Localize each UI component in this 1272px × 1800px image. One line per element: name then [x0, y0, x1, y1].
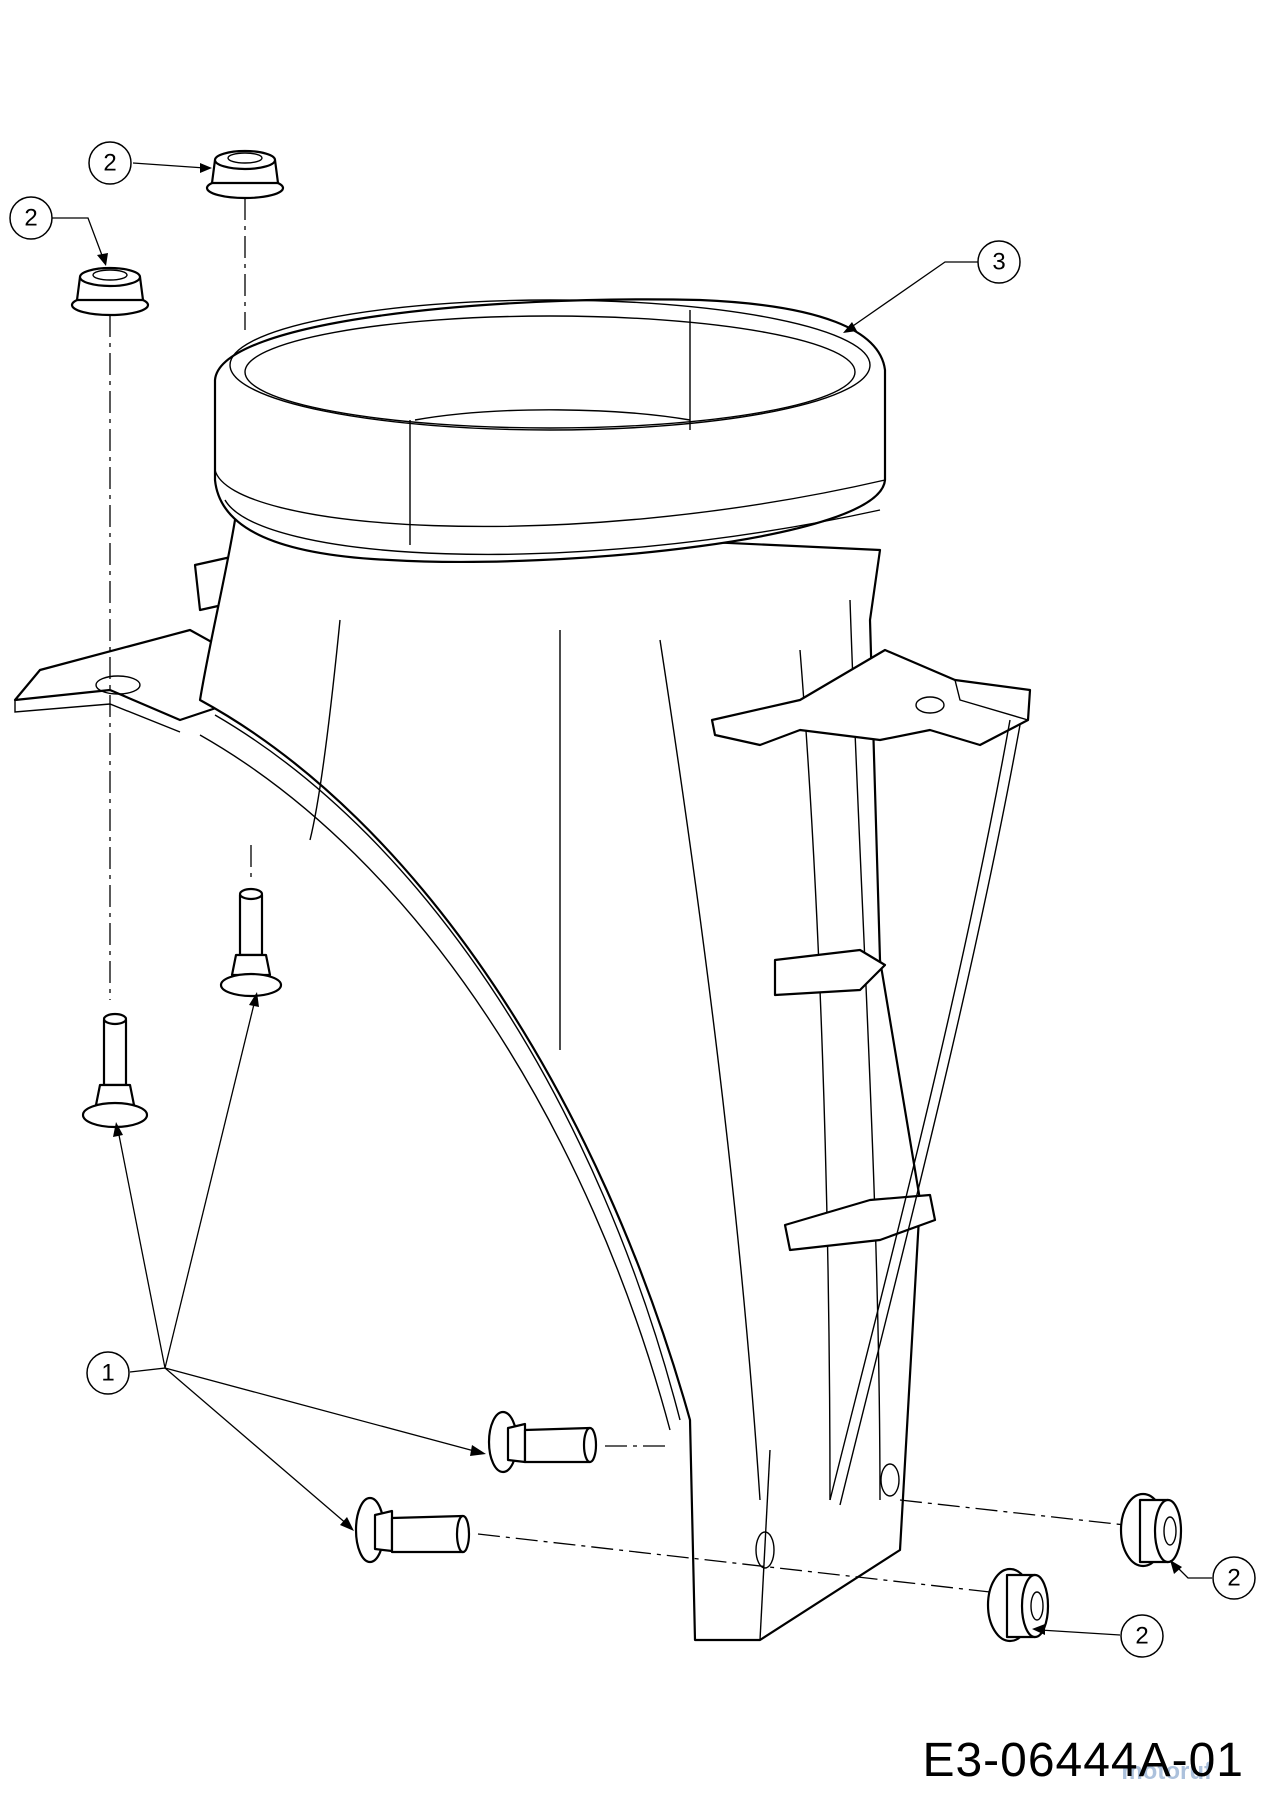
callout-2-lower-right-upper: 2 [1212, 1556, 1256, 1600]
callout-1: 1 [86, 1351, 130, 1395]
watermark: motoruf [1121, 1758, 1212, 1785]
svg-text:1: 1 [101, 1360, 114, 1387]
svg-text:2: 2 [24, 205, 37, 232]
callout-3: 3 [977, 240, 1021, 284]
flange-lock-nut-icon [70, 149, 1183, 1643]
svg-text:2: 2 [103, 150, 116, 177]
leader-lines [52, 162, 1212, 1636]
svg-text:3: 3 [992, 249, 1005, 276]
svg-text:2: 2 [1227, 1565, 1240, 1592]
callout-2-top-left: 2 [9, 196, 53, 240]
discharge-chute-icon [13, 298, 1032, 1642]
drawing-number: E3-06444A-01 [922, 1734, 1244, 1787]
callout-2-top-right: 2 [88, 141, 132, 185]
svg-text:2: 2 [1135, 1623, 1148, 1650]
flange-bolt-icon [81, 887, 598, 1564]
assembly-center-lines [109, 198, 1126, 1593]
callout-2-lower-right-lower: 2 [1120, 1614, 1164, 1658]
